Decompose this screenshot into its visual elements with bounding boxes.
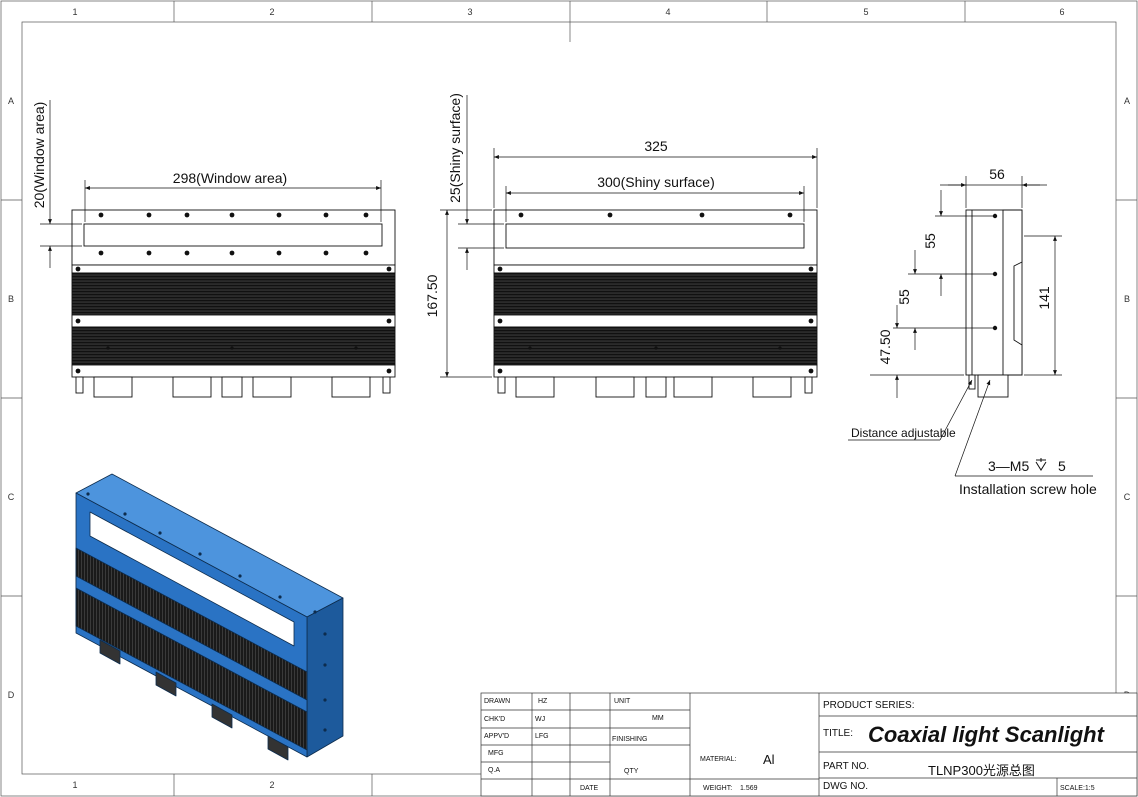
isometric-view [75, 473, 344, 761]
dim-window-width: 298(Window area) [173, 170, 287, 186]
col-label: 3 [467, 7, 472, 17]
material-value: Al [763, 752, 775, 767]
product-series-label: PRODUCT SERIES: [823, 700, 915, 711]
col-label: 2 [269, 780, 274, 790]
dim-side-55-b: 55 [896, 289, 912, 305]
qa-label: Q.A [488, 767, 501, 774]
col-label: 4 [665, 7, 670, 17]
row-label: B [8, 294, 14, 304]
row-label: B [1124, 294, 1130, 304]
col-label: 5 [863, 7, 868, 17]
col-label: 2 [269, 7, 274, 17]
dim-side-depth: 56 [989, 166, 1005, 182]
dim-shiny-width: 300(Shiny surface) [597, 174, 715, 190]
title-block [480, 692, 1138, 797]
chkd-label: CHK'D [484, 716, 506, 723]
chkd-value: WJ [535, 716, 546, 723]
annotation-distance: Distance adjustable [851, 426, 956, 440]
dim-total-height: 167.50 [424, 274, 440, 317]
depth-symbol-icon [1035, 458, 1047, 471]
col-label: 1 [72, 780, 77, 790]
annotation-screw-hole: Installation screw hole [959, 481, 1097, 497]
col-label: 6 [1059, 7, 1064, 17]
row-label: A [1124, 96, 1130, 106]
annotation-screw-spec: 3—M5 [988, 458, 1029, 474]
front-view-middle [493, 209, 818, 398]
dwg-label: DWG NO. [823, 781, 868, 792]
drawn-label: DRAWN [484, 698, 511, 705]
unit-label: UNIT [614, 698, 631, 705]
side-view-holes [992, 213, 998, 331]
front-view-left-holes [75, 212, 392, 374]
scale-label: SCALE:1:5 [1060, 785, 1095, 792]
material-label: MATERIAL: [700, 756, 737, 763]
row-label: C [1124, 492, 1131, 502]
appvd-value: LFG [535, 733, 549, 740]
qty-label: QTY [624, 768, 639, 775]
row-label: C [8, 492, 15, 502]
mfg-label: MFG [488, 750, 504, 757]
row-label: A [8, 96, 14, 106]
front-left-dimensions [40, 100, 382, 268]
part-label: PART NO. [823, 761, 870, 772]
isometric-holes [86, 492, 327, 732]
date-label: DATE [580, 785, 599, 792]
side-view [965, 209, 1023, 398]
dim-total-width: 325 [644, 138, 668, 154]
front-middle-dimensions [440, 95, 818, 378]
unit-value: MM [652, 715, 664, 722]
dim-side-55-a: 55 [922, 233, 938, 249]
title-label: TITLE: [823, 728, 854, 739]
dim-side-141: 141 [1036, 286, 1052, 310]
finishing-label: FINISHING [612, 736, 648, 743]
part-number: TLNP300光源总图 [928, 763, 1035, 778]
annotation-screw-depth: 5 [1058, 458, 1066, 474]
front-view-middle-holes [497, 212, 814, 374]
row-label: D [8, 690, 15, 700]
col-label: 1 [72, 7, 77, 17]
drawing-title: Coaxial light Scanlight [868, 722, 1104, 747]
dim-shiny-height: 25(Shiny surface) [447, 93, 463, 203]
drawn-value: HZ [538, 698, 548, 705]
dim-window-height: 20(Window area) [31, 102, 47, 209]
dim-side-4750: 47.50 [877, 329, 893, 364]
side-view-dimensions [848, 176, 1093, 477]
weight-value: 1.569 [740, 785, 758, 792]
weight-label: WEIGHT: [703, 785, 733, 792]
appvd-label: APPV'D [484, 733, 510, 740]
front-view-left [71, 209, 396, 398]
